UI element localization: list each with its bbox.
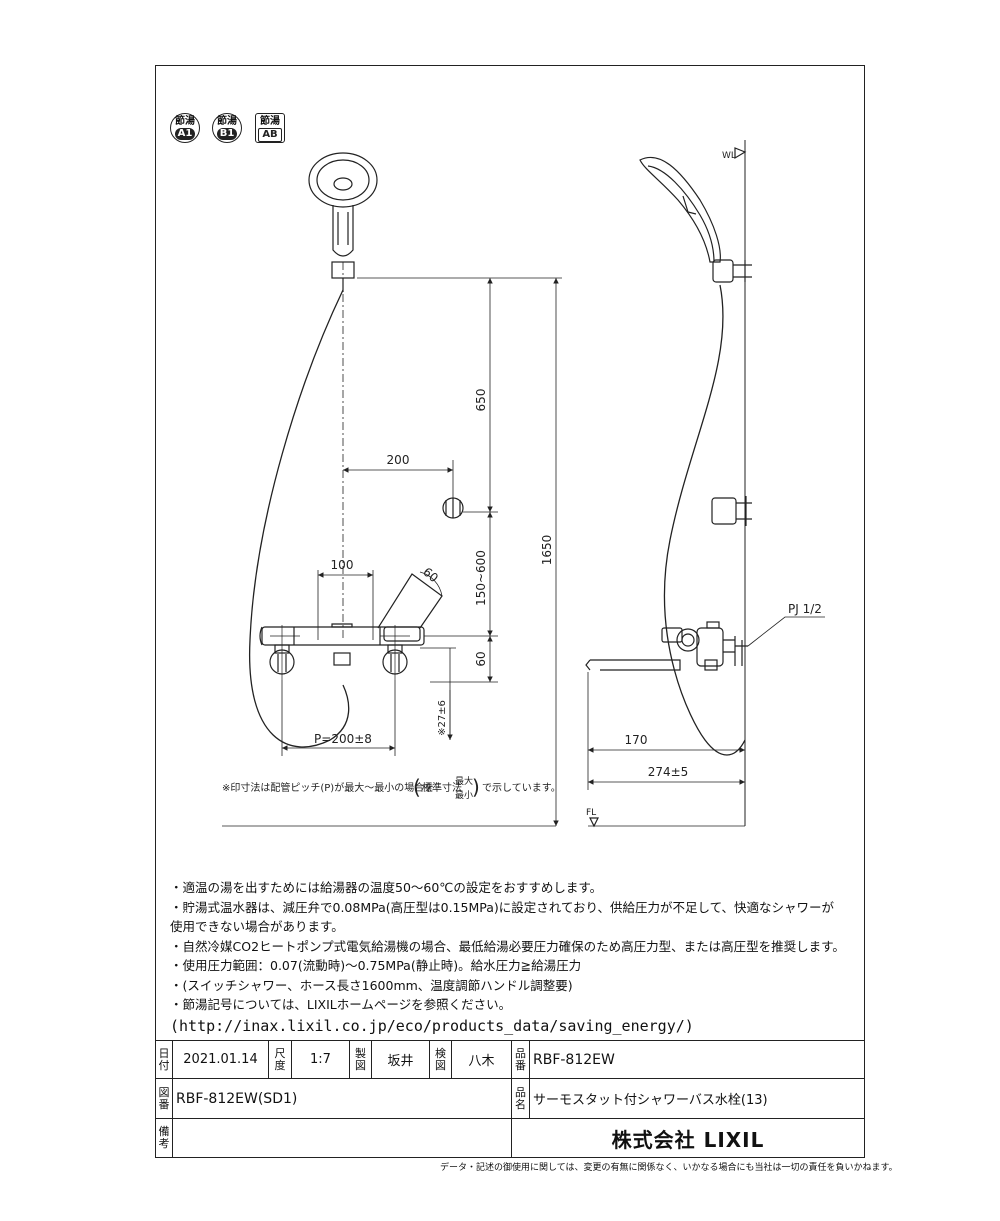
shower-hook-front (442, 497, 464, 519)
company-logo: 株式会社 LIXIL (611, 1127, 765, 1152)
dim-27: ※27±6 (437, 700, 448, 736)
scale-value: 1:7 (291, 1040, 349, 1078)
dim-1650: 1650 (540, 535, 554, 566)
saving-energy-url[interactable]: (http://inax.lixil.co.jp/eco/products_da… (170, 1016, 694, 1035)
dim-170: 170 (625, 733, 648, 747)
svg-text:): ) (472, 775, 480, 799)
dim-60: 60 (474, 651, 488, 666)
fl-label: FL (586, 808, 596, 818)
shower-hose-front (249, 289, 350, 748)
note-line: 使用できない場合があります。 (170, 919, 344, 934)
note-line: ・(スイッチシャワー、ホース長さ1600mm、温度調節ハンドル調整要) (170, 977, 573, 993)
shower-head-side (639, 156, 721, 263)
drawing-no-value: RBF-812EW(SD1) (172, 1078, 511, 1118)
dim-note-max: 最大 (455, 775, 473, 787)
note-line: ・適温の湯を出すためには給湯器の温度50～60℃の設定をおすすめします。 (170, 880, 603, 895)
remarks-label: 備考 (155, 1118, 172, 1158)
product-name-label: 品名 (511, 1078, 529, 1118)
checked-label: 検図 (429, 1040, 451, 1078)
remarks-value (172, 1118, 511, 1158)
note-line: ・使用圧力範囲：0.07(流動時)～0.75MPa(静止時)。給水圧力≧給湯圧力 (170, 958, 582, 973)
note-line: ・節湯記号については、LIXILホームページを参照ください。 (170, 997, 512, 1012)
product-name-value: サーモスタット付シャワーバス水栓(13) (529, 1078, 865, 1118)
note-line: ・貯湯式温水器は、減圧弁で0.08MPa(高圧型は0.15MPa)に設定されてお… (170, 899, 835, 915)
wl-label: WL (722, 151, 736, 161)
shower-hook-side (711, 496, 752, 526)
dim-note-min: 最小 (455, 790, 473, 801)
faucet-body-side (585, 621, 748, 671)
company-cell: 株式会社 LIXIL (511, 1118, 865, 1158)
title-block: 日付 2021.01.14 尺度 1:7 製図 坂井 検図 八木 品番 RBF-… (155, 1040, 865, 1158)
checked-value: 八木 (451, 1040, 511, 1078)
installation-notes: ・適温の湯を出すためには給湯器の温度50～60℃の設定をおすすめします。 ・貯湯… (170, 878, 850, 1036)
dim-150-600: 150~600 (474, 550, 488, 606)
date-value: 2021.01.14 (172, 1040, 268, 1078)
dim-200: 200 (387, 453, 410, 467)
pj-label: PJ 1/2 (788, 602, 822, 616)
dim-274: 274±5 (648, 765, 689, 779)
dim-note-std: 標準寸法 (422, 781, 462, 794)
date-label: 日付 (155, 1040, 172, 1078)
dim-note-post: で示しています。 (482, 782, 561, 794)
dim-pitch: P=200±8 (314, 732, 372, 746)
scale-label: 尺度 (268, 1040, 291, 1078)
shower-hose-side (663, 284, 746, 756)
dim-note-pre: ※印寸法は配管ピッチ(P)が最大～最小の場合を (222, 781, 434, 794)
note-line: ・自然冷媒CO2ヒートポンプ式電気給湯機の場合、最低給湯必要圧力確保のため高圧力… (170, 938, 845, 954)
faucet-body-front (259, 573, 443, 675)
part-no-label: 品番 (511, 1040, 529, 1078)
drawn-value: 坂井 (371, 1040, 429, 1078)
disclaimer: データ・記述の御使用に関しては、変更の有無に関係なく、いかなる場合にも当社は一切… (440, 1163, 898, 1173)
dim-650: 650 (474, 389, 488, 412)
part-no-value: RBF-812EW (529, 1040, 865, 1078)
svg-text:(: ( (413, 775, 421, 799)
drawing-no-label: 図番 (155, 1078, 172, 1118)
drawn-label: 製図 (349, 1040, 371, 1078)
shower-head-front (308, 152, 378, 292)
dim-100: 100 (331, 558, 354, 572)
slide-bar-upper-mount (712, 259, 752, 283)
